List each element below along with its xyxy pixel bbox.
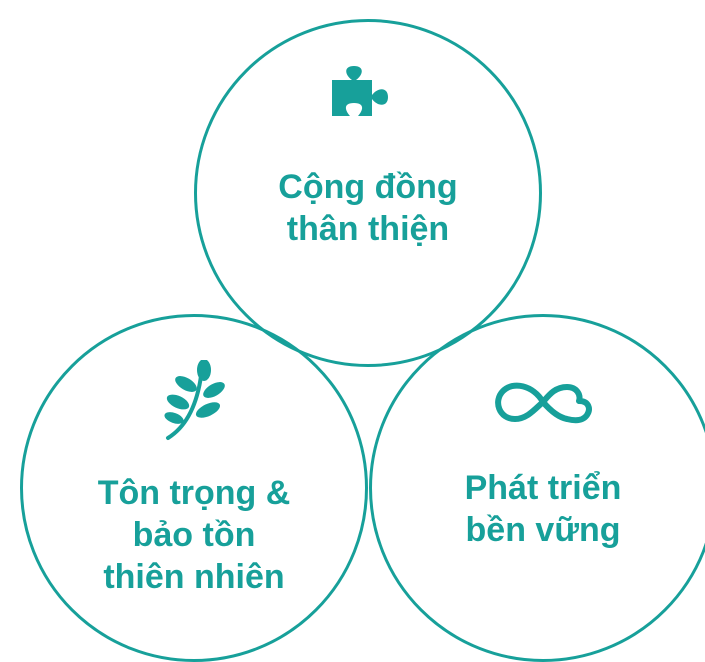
node-nature: Tôn trọng & bảo tồn thiên nhiên: [70, 360, 318, 598]
node-label-sustainability: Phát triển bền vững: [464, 469, 622, 549]
node-label-nature: Tôn trọng & bảo tồn thiên nhiên: [97, 474, 291, 596]
leaf-branch-icon: [162, 360, 226, 442]
circle-community: [194, 19, 542, 367]
infinity-cloud-icon: [491, 375, 595, 429]
puzzle-piece-icon: [330, 64, 406, 134]
node-sustainability: Phát triển bền vững: [419, 375, 667, 551]
node-community: Cộng đồng thân thiện: [244, 64, 492, 250]
node-label-community: Cộng đồng thân thiện: [278, 168, 458, 248]
